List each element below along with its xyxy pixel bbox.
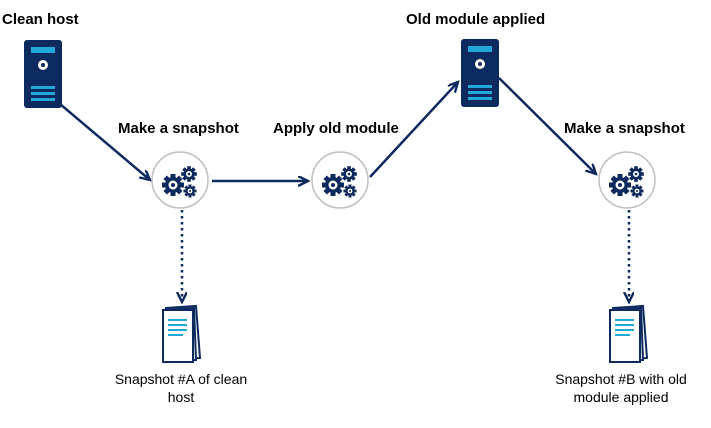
make-snapshot-a-label: Make a snapshot bbox=[118, 120, 239, 137]
snapshot-a-caption-line2: host bbox=[167, 389, 195, 405]
snapshot-a-caption-line1: Snapshot #A of clean bbox=[114, 371, 248, 387]
old-module-applied-label: Old module applied bbox=[406, 11, 546, 28]
snapshot-a-caption: Snapshot #A of clean host bbox=[91, 370, 271, 406]
arrow-old-module-host-to-snapshot bbox=[498, 77, 596, 174]
server-icon bbox=[24, 40, 62, 108]
gears-icon bbox=[599, 152, 655, 208]
server-icon bbox=[461, 39, 499, 107]
gears-icon bbox=[312, 152, 368, 208]
clean-host-label: Clean host bbox=[2, 11, 79, 28]
apply-old-module-label: Apply old module bbox=[273, 120, 399, 137]
snapshot-b-caption-line2: module applied bbox=[573, 389, 669, 405]
arrow-apply-to-old-module-host bbox=[369, 82, 458, 178]
arrow-clean-host-to-snapshot bbox=[59, 103, 150, 180]
document-stack-icon bbox=[609, 305, 648, 363]
snapshot-b-caption: Snapshot #B with old module applied bbox=[533, 370, 709, 406]
document-stack-icon bbox=[162, 305, 201, 363]
gears-icon bbox=[152, 152, 208, 208]
make-snapshot-b-label: Make a snapshot bbox=[564, 120, 685, 137]
snapshot-b-caption-line1: Snapshot #B with old bbox=[555, 371, 687, 387]
